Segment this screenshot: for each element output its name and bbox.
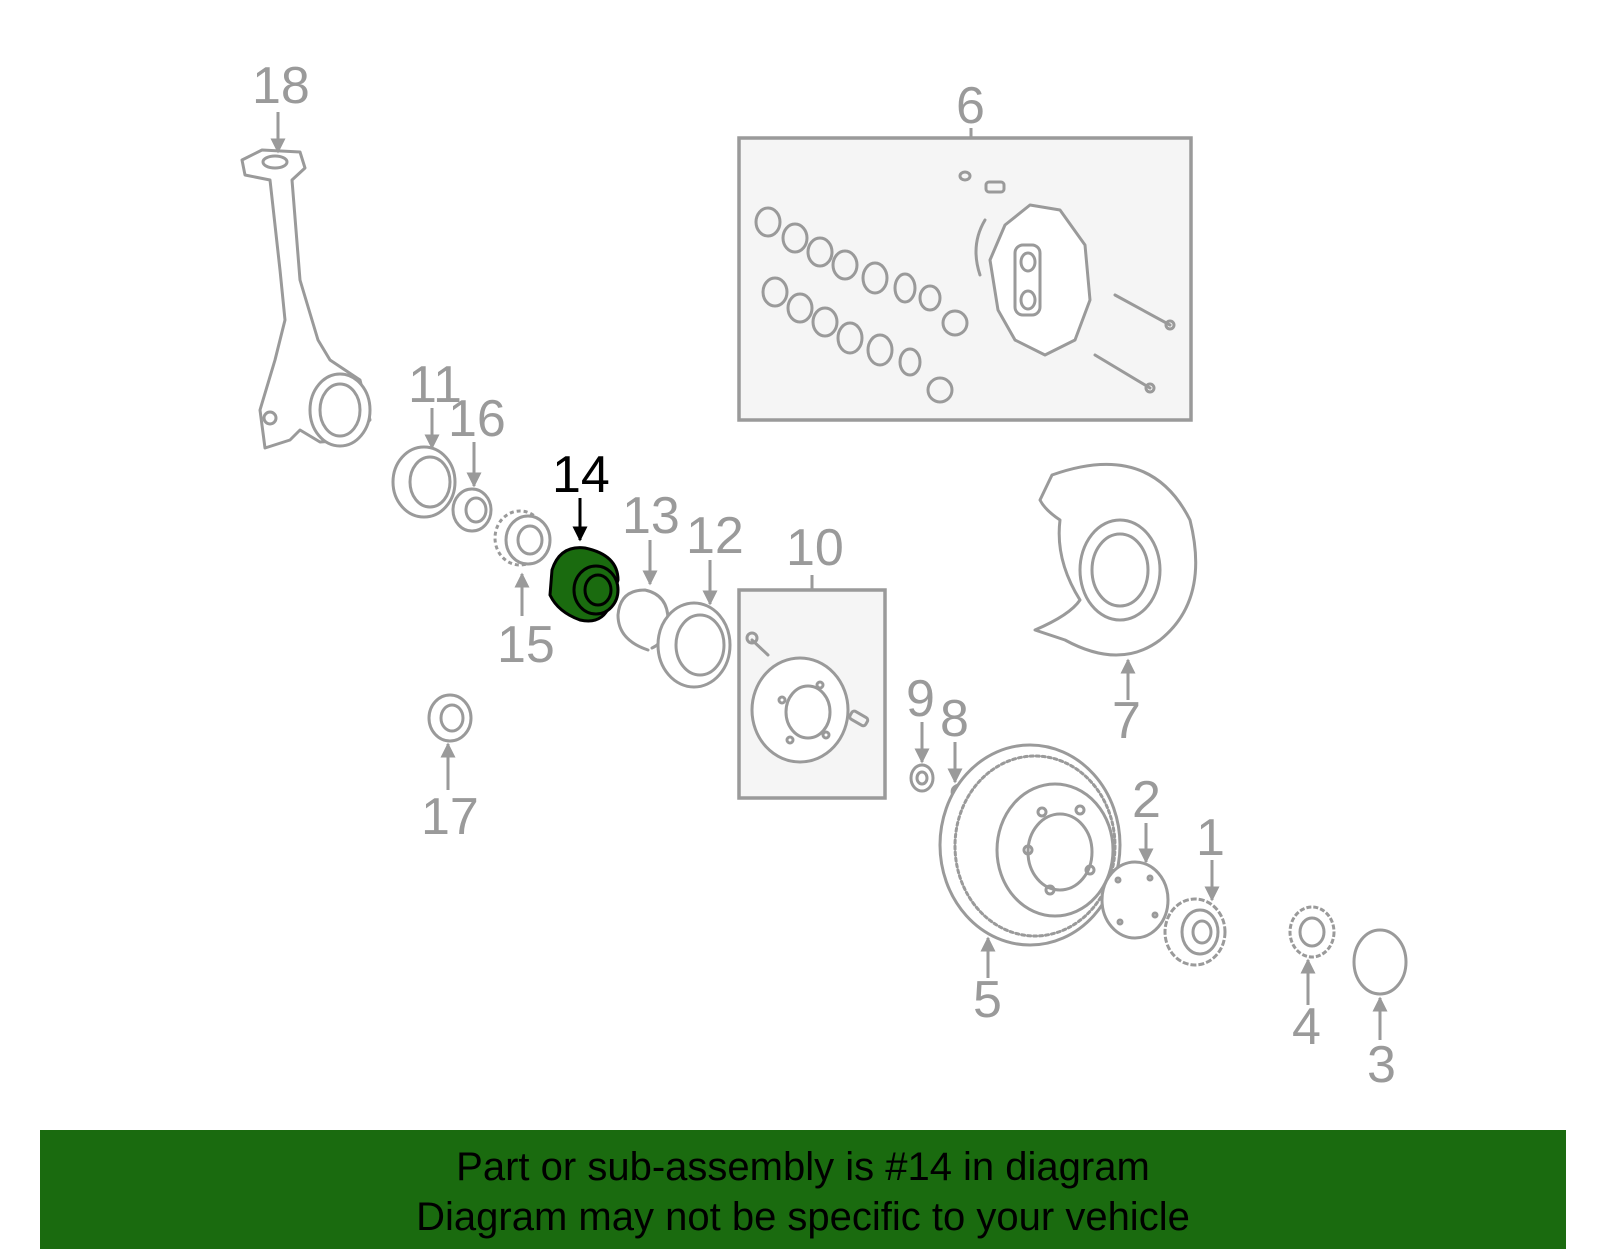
callout-7: 7 [1112, 692, 1141, 750]
callout-16: 16 [448, 390, 506, 448]
wheel-bearing-part-14[interactable] [548, 546, 620, 623]
callout-17: 17 [421, 788, 479, 846]
callout-8: 8 [940, 690, 969, 748]
callout-11: 11 [408, 356, 462, 414]
callout-9: 9 [906, 670, 935, 728]
callout-15: 15 [497, 616, 555, 674]
callout-5: 5 [973, 971, 1002, 1029]
drive-flange-part-1[interactable] [1163, 897, 1227, 967]
callout-4: 4 [1292, 998, 1321, 1056]
callout-1: 1 [1196, 809, 1225, 867]
steering-knuckle-part-18[interactable] [240, 148, 372, 450]
callout-14: 14 [552, 446, 610, 504]
gasket-part-2[interactable] [1100, 860, 1170, 940]
tone-ring-part-15[interactable] [493, 509, 552, 567]
nut-part-9[interactable] [909, 763, 935, 793]
brake-rotor-part-5[interactable] [938, 743, 1122, 947]
callout-3: 3 [1367, 1036, 1396, 1094]
wheel-bearing-bore [583, 573, 613, 607]
callout-10: 10 [786, 519, 844, 577]
seal-part-11[interactable] [391, 445, 457, 519]
lock-washer-part-4[interactable] [1288, 905, 1336, 959]
wheel-hub-part-10[interactable] [745, 631, 870, 764]
callout-2: 2 [1132, 771, 1161, 829]
footer-line-1: Part or sub-assembly is #14 in diagram [456, 1145, 1150, 1189]
seal-part-17[interactable] [427, 693, 473, 743]
bearing-part-16[interactable] [451, 487, 493, 533]
brake-caliper-part-6[interactable] [754, 170, 1176, 404]
caliper-kit-frame [737, 136, 1193, 422]
seal-part-12[interactable] [656, 601, 732, 689]
dust-shield-part-7[interactable] [1033, 462, 1198, 657]
callout-18: 18 [252, 57, 310, 115]
footer-banner: Part or sub-assembly is #14 in diagram D… [40, 1130, 1566, 1249]
callout-12: 12 [686, 507, 744, 565]
o-ring-part-3[interactable] [1352, 928, 1408, 996]
callout-13: 13 [622, 487, 680, 545]
callout-6: 6 [956, 77, 985, 135]
footer-line-2: Diagram may not be specific to your vehi… [416, 1195, 1190, 1239]
